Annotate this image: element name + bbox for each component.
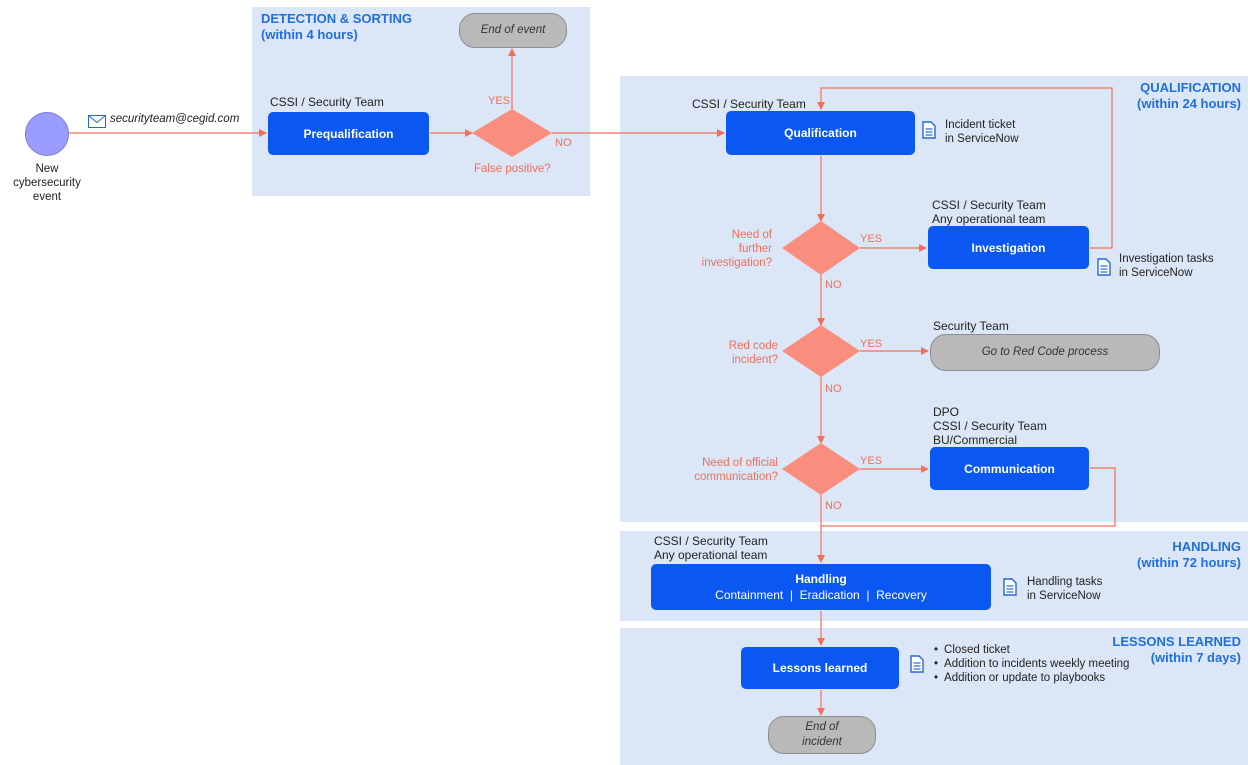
edge-investigation-loop (817, 87, 1113, 249)
prequalification-box: Prequalification (268, 112, 429, 155)
document-icon (910, 655, 924, 673)
red-yes-label: YES (860, 338, 883, 350)
detection-subtitle: (within 4 hours) (261, 27, 358, 42)
envelope-icon (88, 115, 106, 128)
end-of-incident-pill: End of incident (768, 716, 876, 754)
email-address: securityteam@cegid.com (110, 113, 240, 125)
handling-doc-text: Handling tasks in ServiceNow (1027, 576, 1103, 602)
qualification-doc-text: Incident ticket in ServiceNow (945, 119, 1019, 145)
fp-yes-label: YES (488, 95, 511, 107)
lessons-learned-label: Lessons learned (772, 661, 868, 675)
detection-zone-title: DETECTION & SORTING (within 4 hours) (261, 11, 412, 43)
handling-zone-title: HANDLING (within 72 hours) (1137, 539, 1241, 571)
lessons-bullet: Addition to incidents weekly meeting (934, 657, 1129, 671)
document-icon (1003, 578, 1017, 596)
comm-no-label: NO (825, 500, 842, 512)
investigation-team: CSSI / Security Team Any operational tea… (932, 198, 1046, 226)
communication-decision-diamond (782, 443, 860, 495)
end-of-event-pill: End of event (459, 13, 567, 48)
redcode-team: Security Team (933, 319, 1009, 333)
lessons-bullets: Closed ticket Addition to incidents week… (934, 643, 1129, 685)
redcode-decision-diamond (782, 325, 860, 377)
handling-label: Handling (795, 572, 847, 586)
lessons-title: LESSONS LEARNED (1112, 634, 1241, 649)
handling-title: HANDLING (1172, 539, 1241, 554)
edge-communication-handling (821, 467, 1116, 527)
communication-box: Communication (930, 447, 1089, 490)
start-event-label: New cybersecurity event (13, 163, 81, 203)
inv-no-label: NO (825, 279, 842, 291)
qualification-box: Qualification (726, 111, 915, 155)
qualification-team: CSSI / Security Team (692, 97, 806, 111)
investigation-box: Investigation (928, 226, 1089, 269)
investigation-label: Investigation (971, 240, 1046, 255)
handling-team: CSSI / Security Team Any operational tea… (654, 534, 768, 562)
red-no-label: NO (825, 383, 842, 395)
lessons-bullet: Addition or update to playbooks (934, 671, 1129, 685)
communication-question: Need of official communication? (694, 457, 778, 483)
qualification-label: Qualification (784, 126, 857, 140)
detection-title: DETECTION & SORTING (261, 11, 412, 26)
lessons-subtitle: (within 7 days) (1150, 650, 1241, 665)
false-positive-question: False positive? (474, 163, 551, 175)
lessons-learned-box: Lessons learned (741, 647, 899, 689)
red-code-process-pill: Go to Red Code process (930, 334, 1160, 371)
lessons-bullet: Closed ticket (934, 643, 1129, 657)
comm-yes-label: YES (860, 455, 883, 467)
lessons-zone-title: LESSONS LEARNED (within 7 days) (1112, 634, 1241, 666)
start-event-circle (25, 112, 69, 156)
handling-subtitle: (within 72 hours) (1137, 555, 1241, 570)
investigation-doc-text: Investigation tasks in ServiceNow (1119, 253, 1214, 279)
fp-no-label: NO (555, 137, 572, 149)
investigation-decision-diamond (782, 221, 860, 275)
document-icon (922, 121, 936, 139)
communication-label: Communication (964, 461, 1055, 476)
false-positive-diamond (472, 109, 552, 157)
document-icon (1097, 258, 1111, 276)
prequal-team: CSSI / Security Team (270, 95, 384, 109)
handling-box: Handling Containment | Eradication | Rec… (651, 564, 991, 610)
communication-team: DPO CSSI / Security Team BU/Commercial (933, 405, 1047, 447)
prequalification-label: Prequalification (303, 126, 394, 141)
qualification-zone-title: QUALIFICATION (within 24 hours) (1137, 80, 1241, 112)
redcode-question: Red code incident? (728, 340, 778, 366)
handling-steps: Containment | Eradication | Recovery (715, 588, 927, 602)
investigation-question: Need of further investigation? (701, 229, 772, 269)
inv-yes-label: YES (860, 233, 883, 245)
qualification-title: QUALIFICATION (1140, 80, 1241, 95)
qualification-subtitle: (within 24 hours) (1137, 96, 1241, 111)
